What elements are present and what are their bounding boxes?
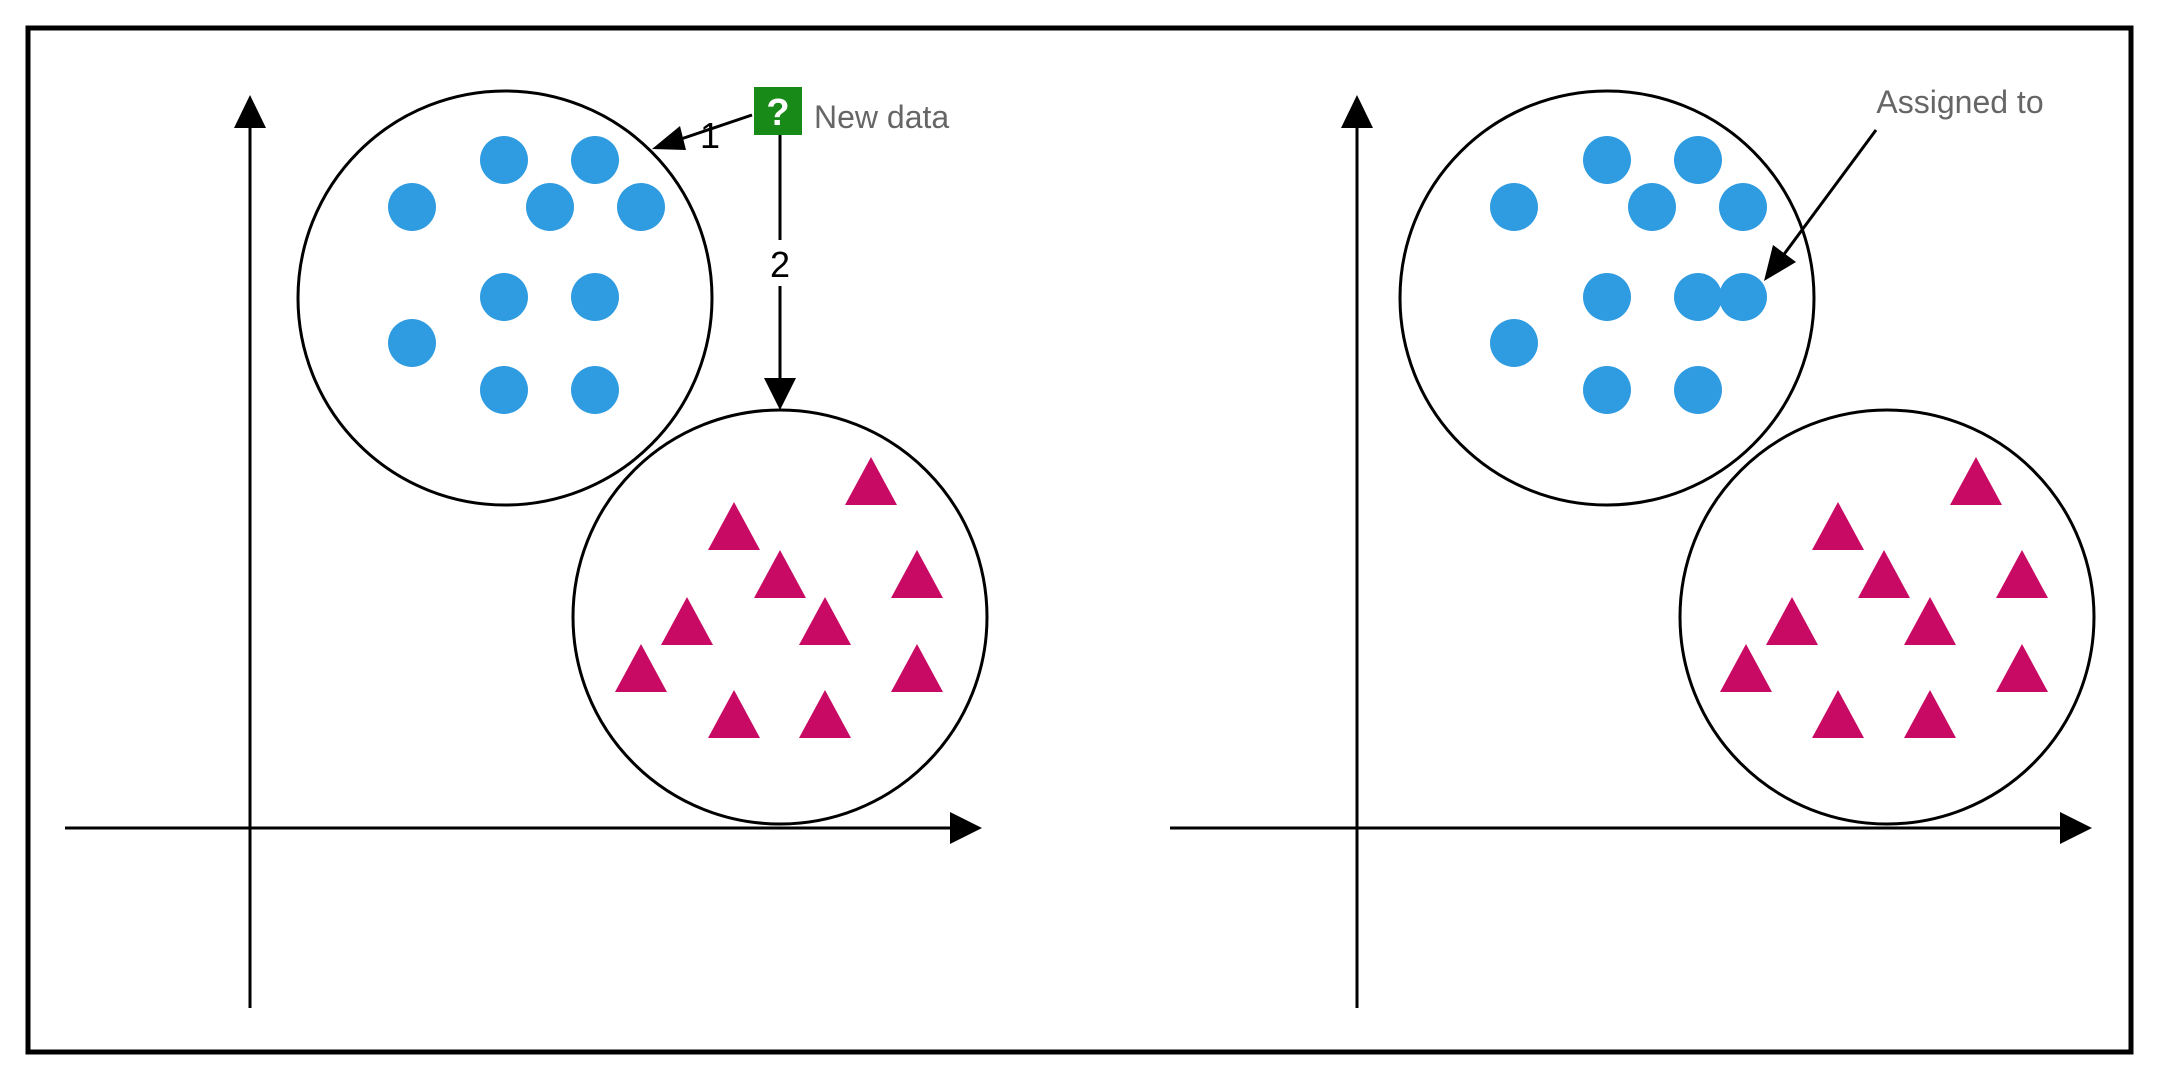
left-circle-point-9 [480,366,528,414]
assigned-arrow-line [1780,129,1878,258]
left-triangle-point-10 [799,690,851,738]
assigned-label: Assigned to [1876,84,2043,120]
right-circle-point-9 [1490,319,1538,367]
right-triangle-point-1 [1950,457,2002,505]
new-data-box [754,87,802,135]
right-panel: Assigned to [1170,84,2096,1008]
left-circle-point-6 [480,273,528,321]
right-triangle-point-10 [1904,690,1956,738]
right-circle-point-5 [1719,183,1767,231]
right-y-axis-arrowhead [1341,95,1373,128]
left-blue-points [388,136,665,414]
right-pink-points [1720,457,2048,738]
right-blue-cluster-boundary [1398,89,1816,507]
right-pink-cluster-boundary [1678,408,2096,826]
left-triangle-point-2 [708,502,760,550]
right-circle-point-4 [1628,183,1676,231]
right-triangle-point-3 [1858,550,1910,598]
right-triangle-point-2 [1812,502,1864,550]
left-triangle-point-7 [615,644,667,692]
right-circle-point-8 [1719,273,1767,321]
left-triangle-point-1 [845,457,897,505]
right-triangle-point-4 [1996,550,2048,598]
left-x-axis-arrowhead [950,812,982,844]
left-y-axis-arrowhead [234,95,266,128]
left-triangle-point-4 [891,550,943,598]
step1-label: 1 [700,115,720,156]
right-circle-point-2 [1674,136,1722,184]
left-circle-point-2 [571,136,619,184]
right-blue-points [1490,136,1767,414]
new-data-label: New data [814,99,949,135]
left-circle-point-8 [388,319,436,367]
right-triangle-point-7 [1720,644,1772,692]
left-pink-points [615,457,943,738]
left-triangle-point-3 [754,550,806,598]
left-panel: ? New data 1 2 [65,87,989,1008]
left-triangle-point-6 [799,597,851,645]
right-triangle-point-8 [1996,644,2048,692]
right-triangle-point-5 [1766,597,1818,645]
right-x-axis-arrowhead [2060,812,2092,844]
step1-arrowhead [652,126,686,150]
left-circle-point-4 [526,183,574,231]
left-circle-point-3 [388,183,436,231]
right-circle-point-3 [1490,183,1538,231]
left-circle-point-10 [571,366,619,414]
new-data-icon: ? [766,92,789,134]
assigned-arrowhead [1764,245,1796,281]
right-triangle-point-9 [1812,690,1864,738]
left-circle-point-5 [617,183,665,231]
right-circle-point-11 [1674,366,1722,414]
step2-label: 2 [770,244,790,285]
step2-arrowhead [764,378,796,410]
left-circle-point-7 [571,273,619,321]
left-triangle-point-5 [661,597,713,645]
step1-arrow-line [677,113,753,142]
right-circle-point-7 [1674,273,1722,321]
right-circle-point-1 [1583,136,1631,184]
step2-label-bg [762,240,798,286]
left-blue-cluster-boundary [296,89,714,507]
right-circle-point-10 [1583,366,1631,414]
outer-border [25,25,2134,1055]
left-triangle-point-8 [891,644,943,692]
right-circle-point-6 [1583,273,1631,321]
left-triangle-point-9 [708,690,760,738]
right-triangle-point-6 [1904,597,1956,645]
left-circle-point-1 [480,136,528,184]
